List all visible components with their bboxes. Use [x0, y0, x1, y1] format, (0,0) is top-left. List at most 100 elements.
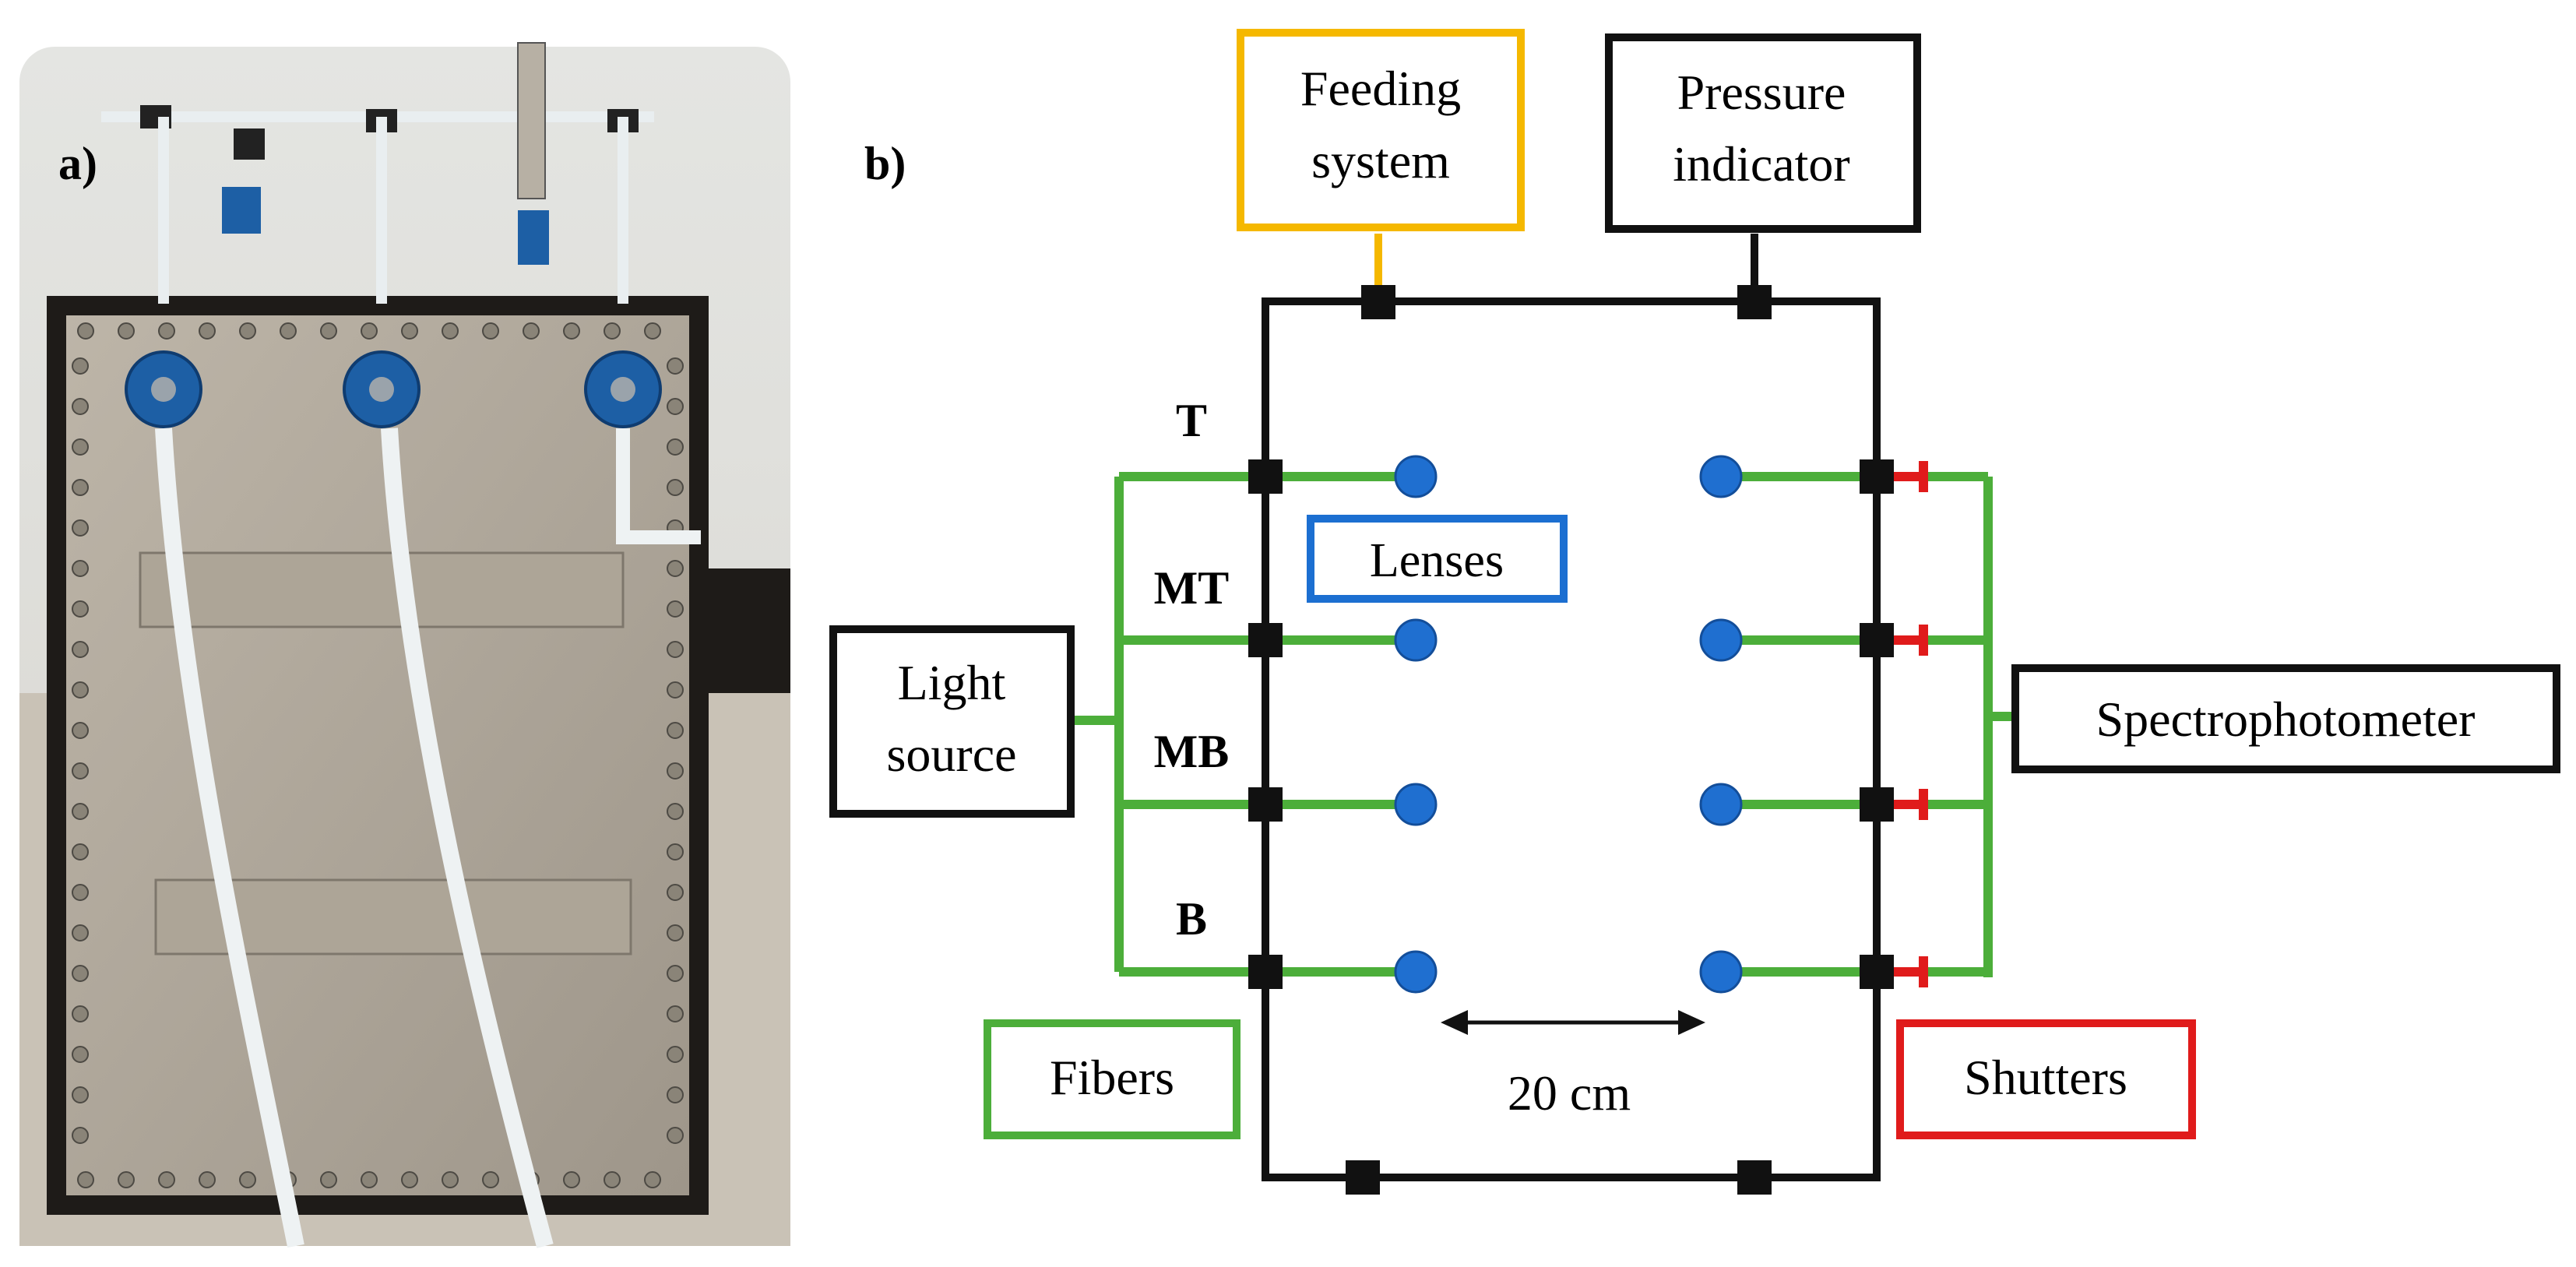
bolt — [667, 762, 684, 780]
frame-ports — [1346, 285, 1772, 1195]
bolt — [644, 1171, 661, 1188]
lens-left-t — [1394, 455, 1438, 498]
bolt — [158, 1171, 175, 1188]
bolt — [72, 1086, 89, 1103]
lens-dots — [1394, 455, 1743, 994]
light-source-label-line1: Light — [898, 655, 1006, 710]
bolt — [667, 843, 684, 861]
bolt — [72, 1046, 89, 1063]
bolt — [72, 641, 89, 658]
bolt — [72, 965, 89, 982]
pressure-indicator-box: Pressure indicator — [1605, 33, 1921, 233]
bolt — [77, 322, 94, 340]
photo-image — [19, 42, 790, 1248]
pressure-indicator-label-line2: indicator — [1673, 136, 1849, 192]
light-source-box: Light source — [829, 625, 1075, 818]
bolt — [667, 884, 684, 901]
bolt — [72, 519, 89, 537]
bolt — [199, 1171, 216, 1188]
right-fiber-bundle — [1721, 472, 2017, 977]
pressure-indicator-label-line1: Pressure — [1677, 65, 1846, 120]
level-label-t: T — [1176, 395, 1207, 446]
bolt — [563, 1171, 580, 1188]
bolt — [320, 322, 337, 340]
bolt — [482, 322, 499, 340]
bolt — [667, 722, 684, 739]
level-label-b: B — [1176, 893, 1207, 945]
bolt — [667, 1005, 684, 1022]
bolt — [72, 1005, 89, 1022]
fibers-label: Fibers — [1050, 1050, 1174, 1105]
bolt — [667, 803, 684, 820]
bolt — [72, 1127, 89, 1144]
bolt — [239, 322, 256, 340]
fibers-box: Fibers — [984, 1019, 1240, 1139]
bolt — [77, 1171, 94, 1188]
fiber-ports — [1248, 459, 1894, 989]
bolt — [442, 322, 459, 340]
bolt — [667, 1127, 684, 1144]
lenses-label: Lenses — [1370, 534, 1504, 587]
bolt — [118, 1171, 135, 1188]
photo-panel: a) — [19, 42, 790, 1248]
bolt — [361, 322, 378, 340]
bolt — [667, 681, 684, 699]
bolt — [72, 722, 89, 739]
bolt — [280, 322, 297, 340]
bolt — [72, 479, 89, 496]
bolt — [667, 641, 684, 658]
bolt — [320, 1171, 337, 1188]
spectrophotometer-box: Spectrophotometer — [2011, 664, 2560, 773]
distance-label: 20 cm — [1508, 1065, 1631, 1121]
bolt — [72, 398, 89, 415]
bolt — [482, 1171, 499, 1188]
bolt — [667, 1046, 684, 1063]
bolt — [72, 803, 89, 820]
lens-left-b — [1394, 950, 1438, 994]
bolt — [667, 965, 684, 982]
bolt — [667, 357, 684, 375]
chamber-frame — [1262, 297, 1881, 1181]
bolt — [563, 322, 580, 340]
bolt — [401, 1171, 418, 1188]
bolt — [667, 600, 684, 618]
bolt — [523, 322, 540, 340]
bolt — [442, 1171, 459, 1188]
bolt — [72, 884, 89, 901]
bolt — [72, 924, 89, 941]
level-label-mb: MB — [1154, 726, 1230, 777]
spectrophotometer-label: Spectrophotometer — [2096, 692, 2476, 747]
bolt — [667, 560, 684, 577]
panel-a-label: a) — [58, 138, 97, 189]
lens-left-mb — [1394, 783, 1438, 826]
level-label-mt: MT — [1154, 562, 1230, 614]
bolt — [72, 438, 89, 456]
bolt — [667, 398, 684, 415]
lenses-box: Lenses — [1307, 515, 1568, 603]
bolt — [644, 322, 661, 340]
bolt — [401, 322, 418, 340]
bolt — [72, 357, 89, 375]
bolt — [72, 560, 89, 577]
feeding-system-label-line1: Feeding — [1300, 61, 1461, 116]
bolt — [667, 1086, 684, 1103]
schematic-panel: b) Feeding system Pressure indicator — [829, 29, 2560, 1195]
bolt — [72, 762, 89, 780]
bolt — [239, 1171, 256, 1188]
distance-arrow — [1441, 1010, 1705, 1035]
bolt — [199, 322, 216, 340]
bolt — [72, 681, 89, 699]
bolt — [158, 322, 175, 340]
light-source-label-line2: source — [886, 727, 1016, 782]
bolt — [361, 1171, 378, 1188]
bolt — [604, 1171, 621, 1188]
lens-right-mt — [1699, 618, 1743, 662]
shutters-label: Shutters — [1964, 1050, 2127, 1105]
shutters-box: Shutters — [1896, 1019, 2196, 1139]
bolt — [72, 600, 89, 618]
lens-right-b — [1699, 950, 1743, 994]
panel-b-label: b) — [864, 138, 906, 189]
bolt — [667, 924, 684, 941]
bolt — [667, 479, 684, 496]
lens-right-t — [1699, 455, 1743, 498]
